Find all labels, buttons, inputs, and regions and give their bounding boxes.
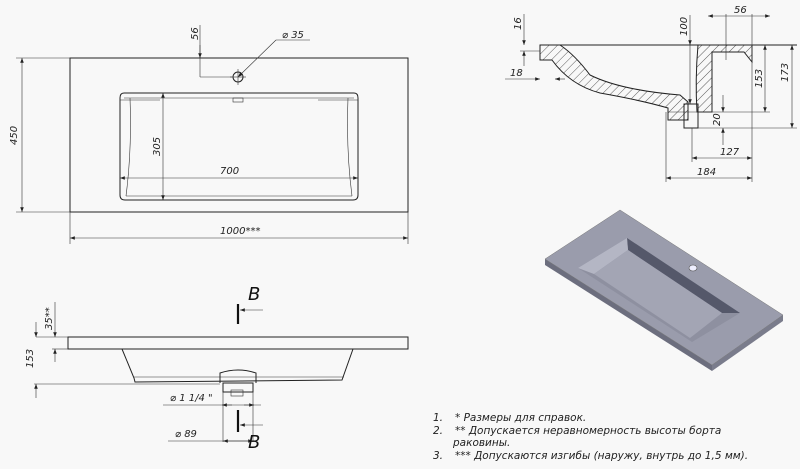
sink-3d-view — [544, 209, 784, 371]
front-view: 153 35** ⌀ 1 1/4 " ⌀ 89 B B — [25, 284, 409, 453]
dim-height-153: 153 — [754, 69, 765, 88]
dim-hole-offset: 56 — [190, 27, 201, 40]
dim-rim: 35** — [44, 307, 55, 330]
dim-hole-diameter: ⌀ 35 — [282, 30, 304, 41]
dim-basin-length: 700 — [220, 166, 239, 177]
front-slab — [67, 336, 409, 350]
section-view: 16 18 100 56 153 173 20 127 184 — [505, 5, 797, 182]
dim-depth-to-drain: 100 — [679, 17, 690, 36]
section-hatch-basin — [539, 44, 689, 121]
note-text: ** Допускается неравномерность высоты бо… — [455, 425, 721, 437]
note-number: 2. — [433, 425, 443, 437]
dim-width-184: 184 — [697, 167, 716, 178]
note-text-continued: раковины. — [452, 437, 510, 449]
top-view: 1000*** 450 305 700 56 ⌀ 35 — [9, 25, 409, 244]
dim-height-173: 173 — [780, 63, 791, 82]
dim-drain-20: 20 — [712, 113, 723, 126]
dim-rim-thickness: 16 — [513, 17, 524, 30]
note-number: 3. — [433, 450, 443, 462]
dim-drain-diameter: ⌀ 89 — [175, 429, 197, 440]
dim-edge: 18 — [510, 68, 523, 79]
section-hatch-back — [695, 44, 753, 113]
drain-fitting — [683, 103, 699, 129]
notes: 1. * Размеры для справок. 2. ** Допускае… — [433, 412, 748, 462]
dim-front-height: 153 — [25, 349, 36, 368]
dim-depth: 450 — [9, 126, 20, 145]
section-label-bottom: B — [248, 432, 260, 453]
faucet-hole-3d — [688, 264, 698, 272]
drain-thread — [230, 389, 244, 397]
sink-outline — [69, 57, 409, 213]
note-text: * Размеры для справок. — [455, 412, 586, 424]
section-label-top: B — [248, 284, 260, 305]
dim-basin-width: 305 — [152, 137, 163, 156]
drain-flange — [219, 369, 257, 383]
overflow — [232, 97, 244, 103]
dim-drain-thread: ⌀ 1 1/4 " — [170, 393, 213, 404]
note-text: *** Допускаются изгибы (наружу, внутрь д… — [455, 450, 748, 462]
dim-width: 1000*** — [220, 226, 260, 237]
note-number: 1. — [433, 412, 443, 424]
dim-width-127: 127 — [720, 147, 740, 158]
basin-outline — [119, 92, 359, 201]
dim-hole-offset-side: 56 — [734, 5, 747, 16]
front-basin — [121, 348, 354, 383]
